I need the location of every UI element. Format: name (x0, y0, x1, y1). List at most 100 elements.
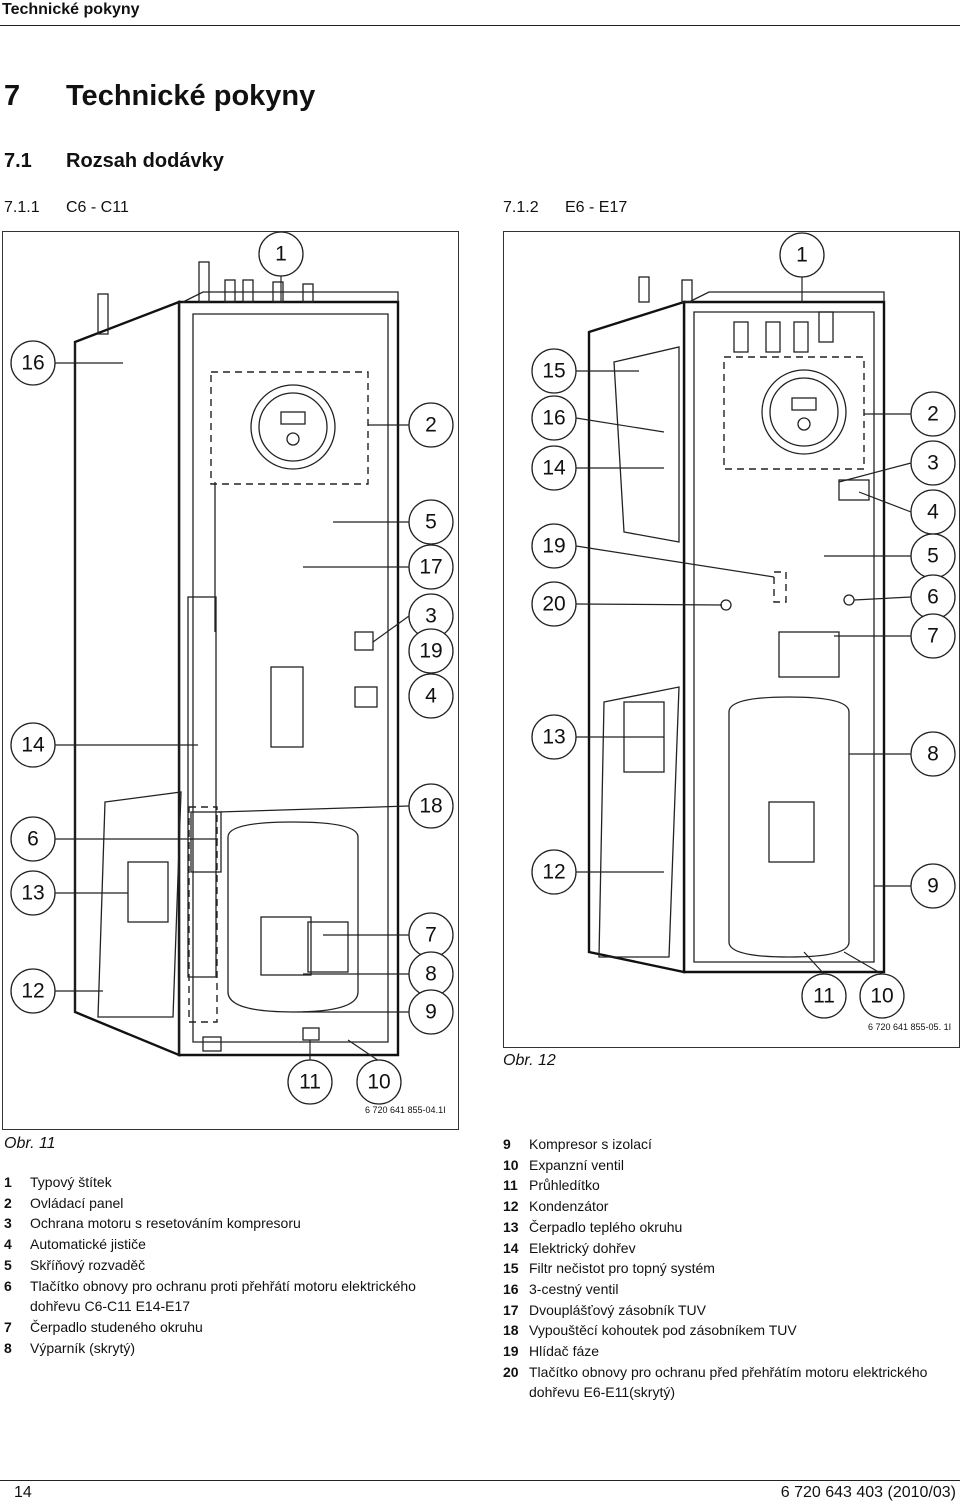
svg-text:7: 7 (425, 924, 437, 947)
callout-1: 1 (779, 232, 825, 278)
figure-right-caption: Obr. 12 (503, 1052, 556, 1069)
svg-text:19: 19 (419, 640, 442, 663)
control-panel-zone (723, 356, 865, 470)
document-code: 6 720 643 403 (2010/03) (780, 1484, 956, 1501)
callout-11: 11 (287, 1059, 333, 1105)
compressor-zone (728, 631, 850, 958)
callout-14: 14 (10, 722, 56, 768)
tank-zone (187, 482, 378, 978)
svg-text:9: 9 (927, 875, 939, 898)
running-header: Technické pokyny (0, 0, 960, 26)
subsection-number: 7.1 (4, 150, 32, 172)
callout-2: 2 (408, 402, 454, 448)
svg-text:6: 6 (27, 828, 39, 851)
callout-10: 10 (356, 1059, 402, 1105)
callout-13: 13 (10, 870, 56, 916)
callout-18: 18 (408, 783, 454, 829)
svg-text:14: 14 (542, 457, 566, 480)
callout-7: 7 (910, 613, 956, 659)
svg-text:8: 8 (425, 963, 437, 986)
svg-text:14: 14 (21, 734, 45, 757)
callout-8: 8 (408, 951, 454, 997)
callout-16: 16 (10, 340, 56, 386)
callout-13: 13 (531, 714, 577, 760)
control-panel-zone (210, 371, 369, 485)
leader-lines (55, 276, 410, 1062)
svg-text:17: 17 (419, 556, 442, 579)
callout-17: 17 (408, 544, 454, 590)
callout-6: 6 (10, 816, 56, 862)
section-number: 7 (4, 80, 21, 112)
svg-text:3: 3 (927, 452, 939, 475)
callout-7: 7 (408, 912, 454, 958)
compressor-zone (188, 806, 359, 1023)
svg-text:19: 19 (542, 535, 565, 558)
callout-5: 5 (408, 499, 454, 545)
callout-1: 1 (258, 232, 304, 277)
leader-lines (575, 277, 912, 975)
svg-text:15: 15 (542, 360, 565, 383)
cabinet-outline (73, 291, 400, 1057)
svg-text:5: 5 (927, 545, 939, 568)
figure-left-svg: 1 16 2 5 17 3 19 4 14 18 6 13 7 12 8 9 1… (10, 232, 454, 1105)
page-footer: 14 6 720 643 403 (2010/03) (0, 1480, 960, 1501)
callout-19: 19 (531, 523, 577, 569)
subsection-heading: 7.1 Rozsah dodávky (4, 150, 224, 173)
page-number: 14 (14, 1484, 32, 1501)
callout-3: 3 (408, 593, 454, 639)
svg-text:4: 4 (425, 685, 437, 708)
callout-10: 10 (859, 973, 905, 1019)
figure-left-diagram: 1 16 2 5 17 3 19 4 14 18 6 13 7 12 8 9 1… (2, 231, 459, 1130)
svg-text:11: 11 (813, 985, 835, 1008)
callout-6: 6 (910, 574, 956, 620)
figure-right-code: 6 720 641 855-05. 1I (868, 1022, 952, 1032)
top-pipes (638, 276, 834, 353)
svg-text:2: 2 (927, 403, 939, 426)
svg-text:3: 3 (425, 605, 437, 628)
svg-text:8: 8 (927, 743, 939, 766)
running-header-title: Technické pokyny (2, 1, 140, 18)
svg-text:11: 11 (299, 1071, 321, 1094)
figure-right-diagram: 1 15 16 14 19 20 13 12 2 3 4 5 6 7 8 9 1… (503, 231, 960, 1048)
callout-4: 4 (910, 489, 956, 535)
callout-16: 16 (531, 395, 577, 441)
cabinet-outline (587, 291, 886, 974)
svg-text:5: 5 (425, 511, 437, 534)
svg-text:7: 7 (927, 625, 939, 648)
callout-15: 15 (531, 348, 577, 394)
callout-2: 2 (910, 391, 956, 437)
callout-9: 9 (910, 863, 956, 909)
left-heading-title: C6 - C11 (66, 199, 129, 216)
callout-12: 12 (531, 849, 577, 895)
figure-left-caption: Obr. 11 (4, 1135, 56, 1152)
svg-text:1: 1 (796, 244, 808, 267)
electric-heater-zone (613, 346, 870, 611)
figure-left-code: 6 720 641 855-04.1I (365, 1105, 446, 1115)
callout-20: 20 (531, 581, 577, 627)
svg-text:10: 10 (870, 985, 893, 1008)
callout-8: 8 (910, 731, 956, 777)
subsection-title: Rozsah dodávky (66, 150, 224, 172)
svg-text:13: 13 (21, 882, 44, 905)
svg-text:20: 20 (542, 593, 565, 616)
figure-right-svg: 1 15 16 14 19 20 13 12 2 3 4 5 6 7 8 9 1… (531, 232, 956, 1019)
svg-text:10: 10 (367, 1071, 390, 1094)
